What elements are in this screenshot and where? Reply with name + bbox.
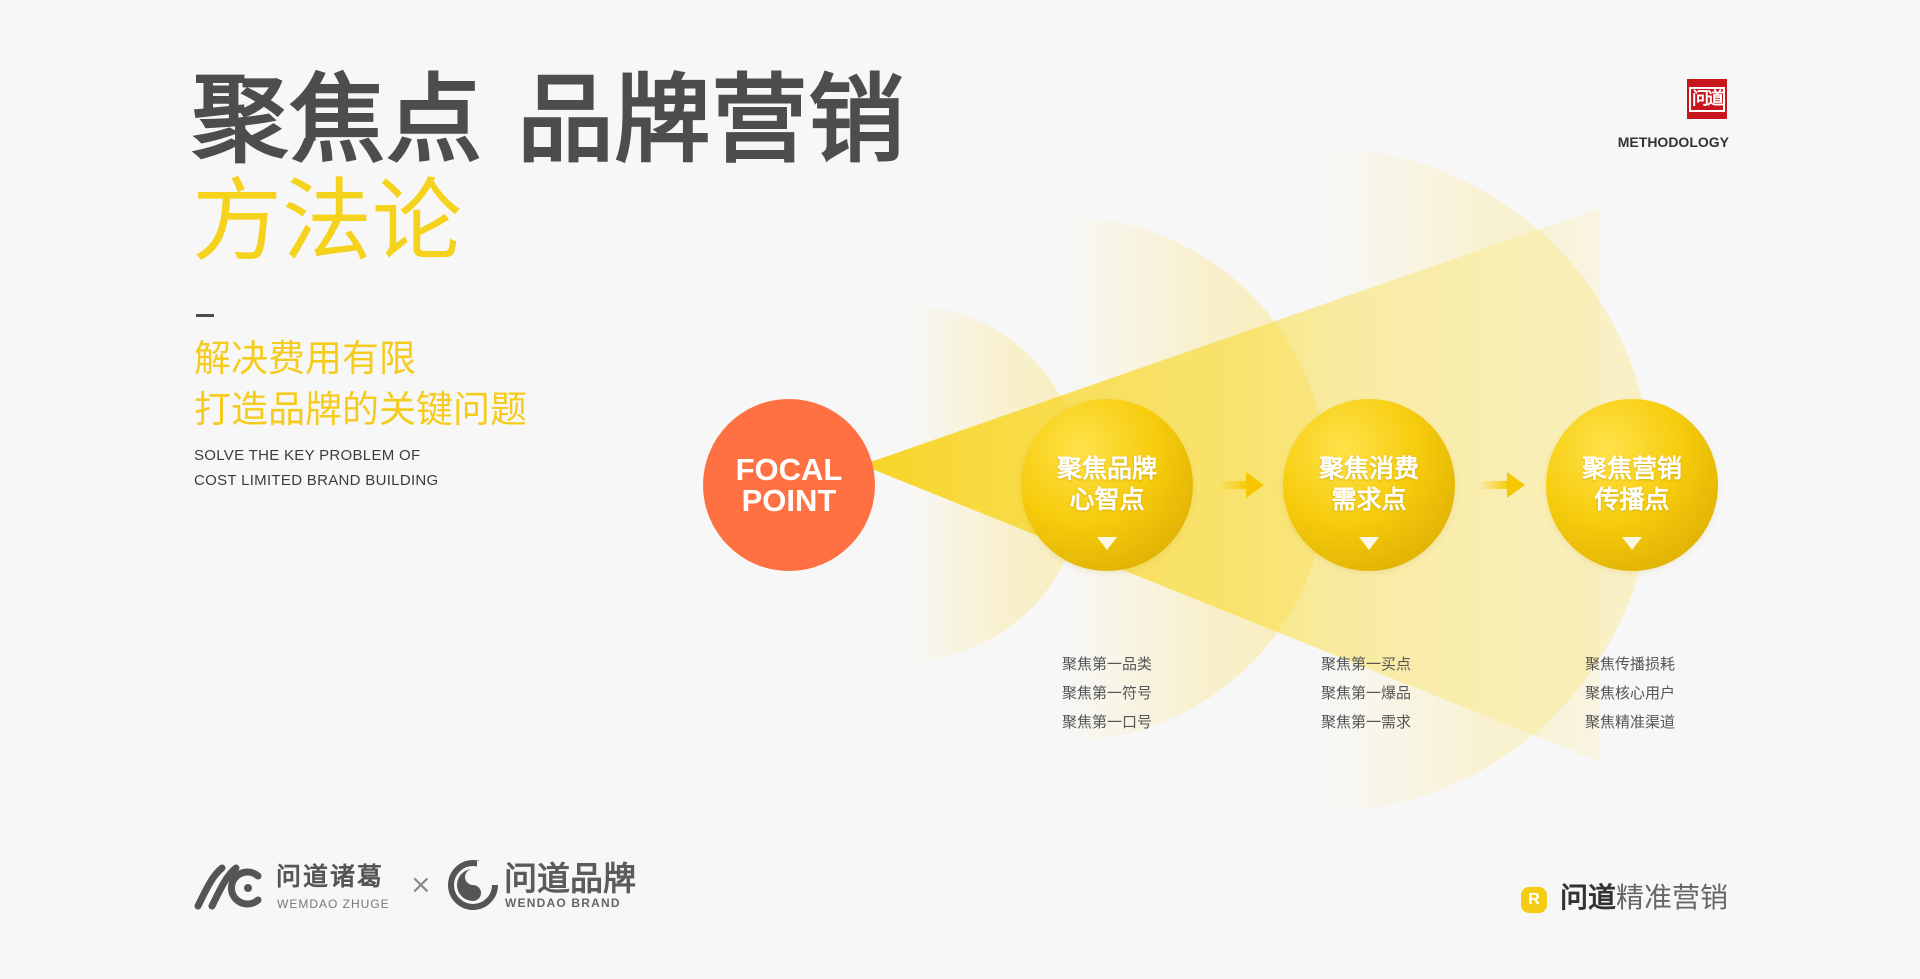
node-title-line2: 传播点 <box>1594 485 1670 514</box>
list-item: 聚焦第一买点 <box>1320 655 1411 673</box>
triangle-down-icon <box>1097 537 1117 550</box>
seal-text: 问道 <box>1689 86 1725 112</box>
methodology-label: METHODOLOGY <box>1617 134 1729 150</box>
tagline-cn-2: 打造品牌的关键问题 <box>194 388 527 431</box>
logo2-en-name: WENDAO BRAND <box>505 896 621 910</box>
node-brand-mind: 聚焦品牌 心智点 <box>1021 399 1193 571</box>
footer-brand-strong: 问道 <box>1560 881 1617 914</box>
list-item: 聚焦核心用户 <box>1584 684 1675 702</box>
divider-dash <box>196 314 214 317</box>
logo2-name: 问道品牌 <box>504 859 636 898</box>
triangle-down-icon <box>1622 537 1642 550</box>
node-1-bullets: 聚焦第一品类 聚焦第一符号 聚焦第一口号 <box>1007 650 1207 737</box>
node-title: 聚焦品牌 心智点 <box>1021 453 1193 515</box>
registered-badge-icon: R <box>1521 887 1547 913</box>
node-title: 聚焦营销 传播点 <box>1546 453 1718 515</box>
node-marketing-spread: 聚焦营销 传播点 <box>1546 399 1718 571</box>
list-item: 聚焦传播损耗 <box>1584 655 1675 673</box>
wendao-brand-logo-icon <box>448 860 499 910</box>
node-title-line1: 聚焦营销 <box>1581 454 1682 483</box>
list-item: 聚焦第一品类 <box>1061 655 1152 673</box>
tagline-cn-1: 解决费用有限 <box>194 337 416 380</box>
page-title: 聚焦点 品牌营销 <box>192 64 906 176</box>
list-item: 聚焦第一符号 <box>1061 684 1152 702</box>
node-title: 聚焦消费 需求点 <box>1283 453 1455 515</box>
node-3-bullets: 聚焦传播损耗 聚焦核心用户 聚焦精准渠道 <box>1530 650 1730 737</box>
node-title-line1: 聚焦消费 <box>1318 454 1419 483</box>
logo1-en-name: WEMDAO ZHUGE <box>277 897 390 911</box>
collab-separator: × <box>410 870 432 900</box>
page-subtitle: 方法论 <box>192 169 462 274</box>
focal-text-line1: FOCAL <box>735 452 843 487</box>
wendao-zhuge-logo-icon <box>194 864 262 910</box>
list-item: 聚焦精准渠道 <box>1584 713 1675 731</box>
node-title-line2: 心智点 <box>1069 485 1145 514</box>
node-title-line2: 需求点 <box>1331 485 1407 514</box>
tagline-en-2: COST LIMITED BRAND BUILDING <box>194 472 439 489</box>
logo1-name: 问道诸葛 <box>276 862 385 891</box>
footer-brand-light: 精准营销 <box>1616 881 1729 914</box>
tagline-en-1: SOLVE THE KEY PROBLEM OF <box>194 447 421 464</box>
node-2-bullets: 聚焦第一买点 聚焦第一爆品 聚焦第一需求 <box>1266 650 1466 737</box>
focal-point-circle: FOCAL POINT <box>703 399 875 571</box>
list-item: 聚焦第一需求 <box>1320 713 1411 731</box>
node-title-line1: 聚焦品牌 <box>1056 454 1157 483</box>
arrow-right-icon <box>1218 472 1264 498</box>
footer-brand-tagline: 问道精准营销 <box>1560 884 1728 912</box>
arrow-right-icon <box>1479 472 1525 498</box>
brand-seal: 问道 <box>1687 79 1727 119</box>
focal-text-line2: POINT <box>741 483 837 518</box>
node-consumer-demand: 聚焦消费 需求点 <box>1283 399 1455 571</box>
list-item: 聚焦第一爆品 <box>1320 684 1411 702</box>
triangle-down-icon <box>1359 537 1379 550</box>
list-item: 聚焦第一口号 <box>1061 713 1152 731</box>
